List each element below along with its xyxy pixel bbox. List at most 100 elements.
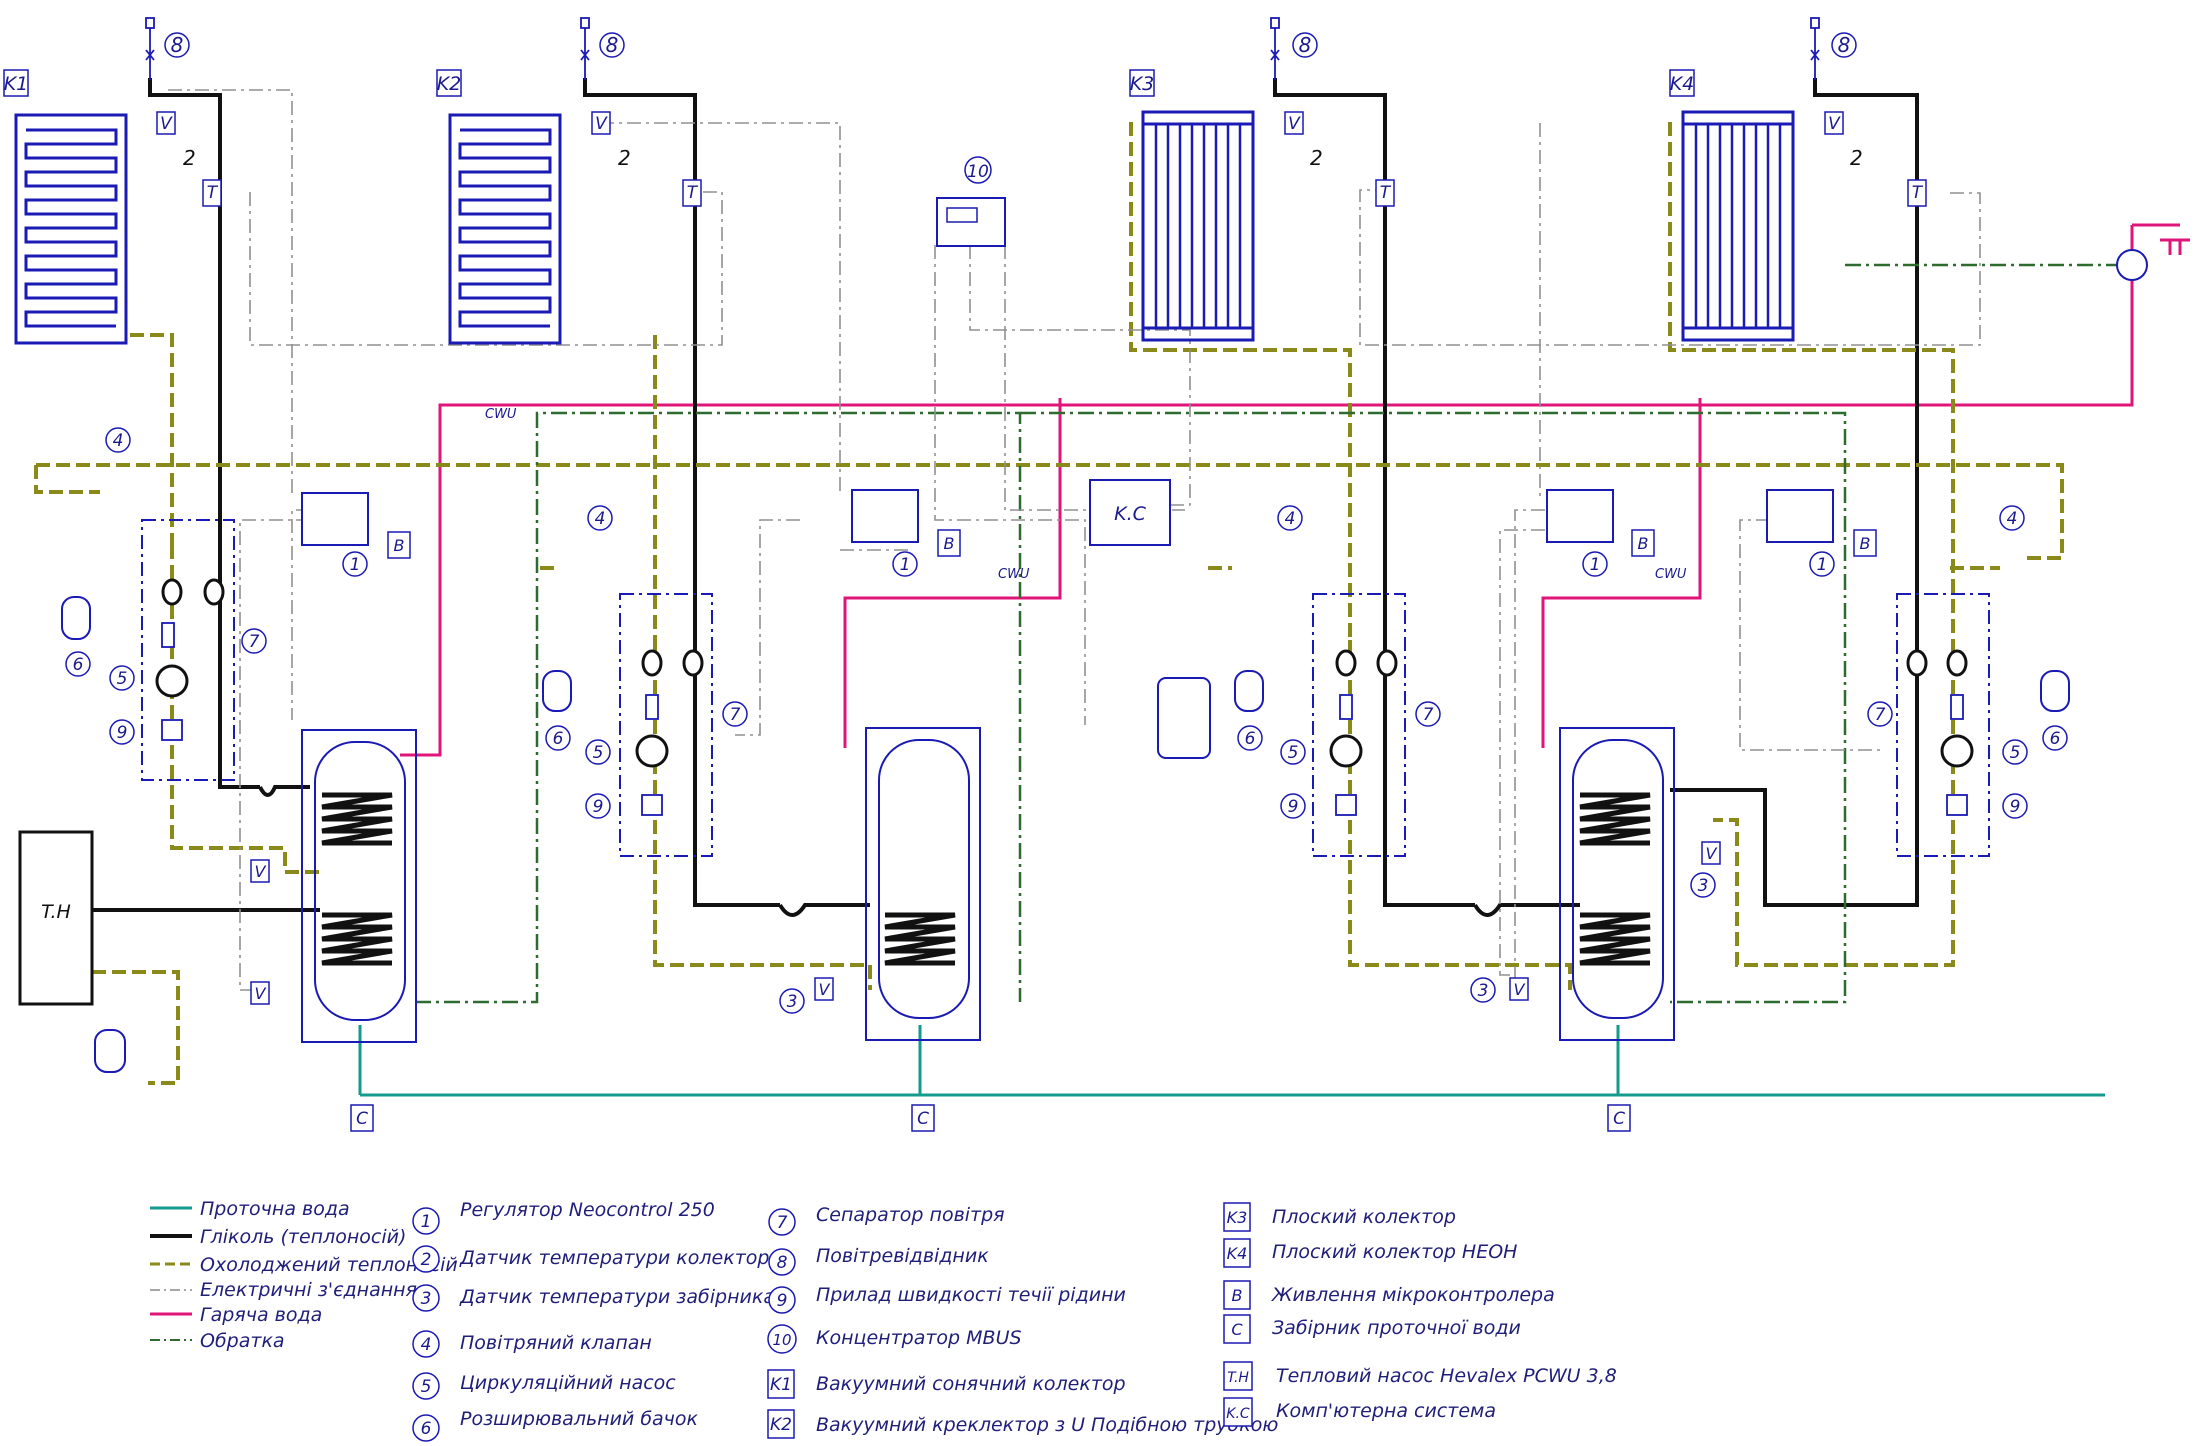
svg-text:7: 7 — [1423, 705, 1434, 725]
svg-text:T: T — [207, 183, 219, 203]
flow-meters — [161, 622, 1968, 816]
svg-text:8: 8 — [606, 33, 619, 57]
expansion-tanks — [61, 596, 2070, 1073]
svg-text:T: T — [1912, 183, 1924, 203]
svg-text:6: 6 — [1245, 729, 1256, 749]
collector-k4 — [1681, 110, 1795, 342]
svg-text:Датчик температури забірника: Датчик температури забірника — [459, 1286, 775, 1308]
svg-text:4: 4 — [595, 509, 606, 529]
svg-text:V: V — [595, 114, 608, 134]
svg-text:5: 5 — [2010, 743, 2021, 763]
svg-text:2: 2 — [618, 146, 631, 170]
svg-text:K3: K3 — [1227, 1208, 1248, 1227]
svg-text:2: 2 — [1310, 146, 1323, 170]
svg-text:4: 4 — [113, 431, 124, 451]
sensor-2-labels: 2 2 2 2 — [183, 146, 1863, 170]
legend-electrical: Електричні з'єднання — [200, 1279, 417, 1301]
svg-text:3: 3 — [1478, 981, 1489, 1001]
svg-text:1: 1 — [1590, 555, 1601, 575]
svg-text:T: T — [687, 183, 699, 203]
glycol-pipes — [92, 78, 1919, 917]
svg-text:Концентратор MBUS: Концентратор MBUS — [816, 1327, 1022, 1349]
svg-text:T.H: T.H — [41, 901, 71, 923]
legend-col-3: 7 8 9 10 K1 K2 Сепаратор повітря Повітре… — [767, 1204, 1278, 1439]
svg-text:V: V — [255, 862, 267, 881]
svg-text:10: 10 — [772, 1331, 791, 1349]
svg-text:T.H: T.H — [1227, 1370, 1249, 1386]
diagram-numbers — [65, 427, 2068, 1014]
svg-text:7: 7 — [730, 705, 741, 725]
svg-text:Циркуляційний насос: Циркуляційний насос — [460, 1372, 676, 1394]
collector-sensors: V T V T V T V T — [156, 111, 1927, 207]
svg-text:5: 5 — [117, 669, 128, 689]
svg-text:Повітревідвідник: Повітревідвідник — [816, 1245, 989, 1267]
svg-text:C: C — [917, 1109, 929, 1129]
pump-stations — [141, 519, 1990, 857]
svg-text:V: V — [1514, 980, 1526, 999]
svg-text:4: 4 — [421, 1335, 432, 1355]
svg-text:CWU: CWU — [1655, 567, 1687, 582]
svg-text:1: 1 — [1817, 555, 1828, 575]
svg-text:5: 5 — [593, 743, 604, 763]
legend-col-2: 1 2 3 4 5 6 Регулятор Neocontrol 250 Дат… — [412, 1199, 781, 1442]
storage-tanks — [301, 727, 1675, 1043]
hot-water-pipes — [400, 223, 2190, 757]
svg-text:1: 1 — [350, 555, 361, 575]
number-8-markers: 8 8 8 8 — [164, 32, 1857, 58]
svg-text:K4: K4 — [1227, 1244, 1248, 1263]
svg-text:V: V — [1706, 844, 1718, 863]
collector-k3 — [1141, 110, 1255, 342]
svg-text:7: 7 — [1875, 705, 1886, 725]
diagram-number-text: 4 4 4 4 1 1 1 1 6 6 6 6 5 5 5 5 7 7 7 7 … — [73, 431, 2061, 1012]
hot-water-circulation-pump — [2116, 249, 2148, 281]
svg-text:2: 2 — [1850, 146, 1863, 170]
legend-return: Обратка — [200, 1330, 285, 1352]
svg-text:Забірник проточної води: Забірник проточної води — [1272, 1317, 1521, 1339]
air-vents — [145, 17, 1820, 80]
svg-text:Сепаратор повітря: Сепаратор повітря — [816, 1204, 1005, 1226]
heat-pump: T.H — [18, 830, 94, 1006]
b-supply-tags: B B B B — [387, 529, 1877, 559]
svg-text:10: 10 — [967, 162, 989, 182]
legend-line-samples — [150, 1206, 192, 1341]
tank-v-sensors: V V V V V — [250, 841, 1721, 1005]
legend-cooled: Охолоджений теплоносій — [200, 1254, 458, 1276]
running-water-pipes — [358, 1025, 2105, 1097]
svg-text:Живлення мікроконтролера: Живлення мікроконтролера — [1271, 1284, 1555, 1306]
svg-text:CWU: CWU — [998, 567, 1030, 582]
tag-k1: K1 — [4, 73, 29, 95]
svg-text:6: 6 — [73, 655, 84, 675]
svg-text:1: 1 — [421, 1212, 432, 1232]
svg-text:8: 8 — [1838, 33, 1851, 57]
svg-text:C: C — [356, 1109, 368, 1129]
svg-text:K1: K1 — [770, 1375, 792, 1395]
svg-text:3: 3 — [1698, 876, 1709, 896]
mbus-concentrator: 10 — [936, 156, 1006, 247]
legend-col-4: K3 K4 B C T.H K.C Плоский колектор Плоск… — [1223, 1202, 1617, 1427]
computer-system: K.C — [1089, 479, 1171, 546]
collector-k1 — [14, 113, 128, 345]
svg-text:B: B — [1860, 534, 1871, 553]
svg-text:B: B — [1638, 534, 1649, 553]
svg-text:Тепловий насос Hevalex PCWU 3,: Тепловий насос Hevalex PCWU 3,8 — [1276, 1365, 1617, 1387]
svg-text:V: V — [1828, 114, 1841, 134]
svg-text:V: V — [1288, 114, 1301, 134]
svg-text:5: 5 — [421, 1377, 432, 1397]
svg-text:T: T — [1380, 183, 1392, 203]
svg-text:C: C — [1613, 1109, 1625, 1129]
return-pipes — [415, 263, 2132, 1004]
legend-hot-water: Гаряча вода — [200, 1304, 322, 1326]
svg-text:2: 2 — [183, 146, 196, 170]
tag-k4: K4 — [1670, 73, 1695, 95]
svg-text:6: 6 — [421, 1419, 432, 1439]
legend-line-labels: Проточна вода Гліколь (теплоносій) Охоло… — [200, 1198, 458, 1352]
svg-text:4: 4 — [1285, 509, 1296, 529]
tag-k2: K2 — [437, 73, 462, 95]
svg-text:Вакуумний сонячний колектор: Вакуумний сонячний колектор — [816, 1373, 1126, 1395]
svg-text:9: 9 — [777, 1291, 788, 1311]
svg-text:Датчик температури колектора: Датчик температури колектора — [459, 1247, 781, 1269]
svg-text:Плоский колектор: Плоский колектор — [1272, 1206, 1456, 1228]
collector-k2 — [448, 113, 562, 345]
svg-text:Розширювальний бачок: Розширювальний бачок — [460, 1408, 699, 1430]
